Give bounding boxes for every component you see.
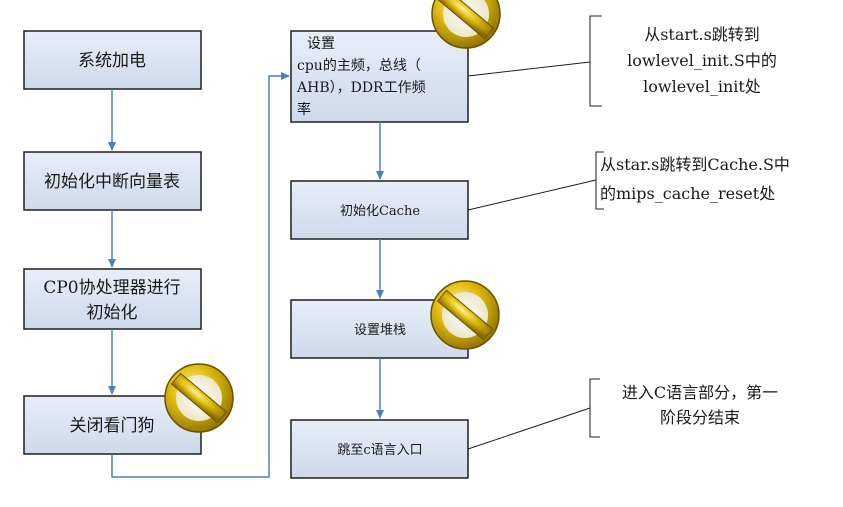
no-symbol-icon	[430, 280, 500, 350]
callout-leaders	[467, 61, 597, 450]
left-step-1: 系统加电	[23, 30, 202, 90]
right-step-4: 跳至c语言入口	[290, 419, 469, 479]
right-step-1-line4: 率	[297, 101, 311, 118]
callout-1-line3: lowlevel_init处	[643, 77, 761, 96]
arrow-left-to-right	[111, 72, 290, 478]
left-step-2: 初始化中断向量表	[23, 151, 202, 211]
callout-3-line2: 阶段分结束	[660, 408, 740, 427]
right-step-1-line1: 设置	[307, 36, 335, 52]
callout-1-bracket	[589, 15, 602, 107]
callout-1: 从start.s跳转到 lowlevel_init.S中的 lowlevel_i…	[589, 15, 777, 107]
callout-2: 从star.s跳转到Cache.S中 的mips_cache_reset处	[595, 151, 790, 210]
right-step-2-label: 初始化Cache	[340, 204, 420, 219]
callout-2-bracket	[595, 151, 604, 210]
callout-3-bracket	[589, 378, 600, 438]
callout-2-line1: 从star.s跳转到Cache.S中	[600, 155, 790, 174]
leader-callout-2	[467, 179, 597, 211]
callout-1-line2: lowlevel_init.S中的	[627, 51, 777, 70]
right-step-1: 设置 cpu的主频，总线（ AHB），DDR工作频 率	[290, 30, 469, 123]
left-step-3-label-line1: CP0协处理器进行	[43, 278, 180, 298]
left-step-3-label-line2: 初始化	[87, 303, 138, 323]
callout-3: 进入C语言部分，第一 阶段分结束	[589, 378, 778, 438]
leader-callout-1	[467, 61, 591, 77]
right-step-3-label: 设置堆栈	[354, 323, 406, 338]
right-step-2: 初始化Cache	[290, 180, 469, 240]
left-step-2-label: 初始化中断向量表	[44, 172, 180, 192]
callout-1-line1: 从start.s跳转到	[644, 25, 760, 44]
right-step-4-label: 跳至c语言入口	[337, 443, 422, 458]
left-step-4-label: 关闭看门狗	[70, 416, 155, 436]
right-step-1-line3: AHB），DDR工作频	[296, 80, 426, 96]
leader-callout-3	[467, 407, 591, 450]
left-step-1-label: 系统加电	[78, 51, 146, 71]
left-step-4: 关闭看门狗	[23, 395, 202, 455]
left-step-3: CP0协处理器进行 初始化	[23, 268, 202, 330]
right-step-1-line2: cpu的主频，总线（	[297, 58, 421, 74]
callout-3-line1: 进入C语言部分，第一	[622, 383, 778, 402]
left-connectors	[108, 72, 290, 478]
no-symbol-icon	[164, 363, 234, 433]
callout-2-line2: 的mips_cache_reset处	[600, 184, 775, 203]
